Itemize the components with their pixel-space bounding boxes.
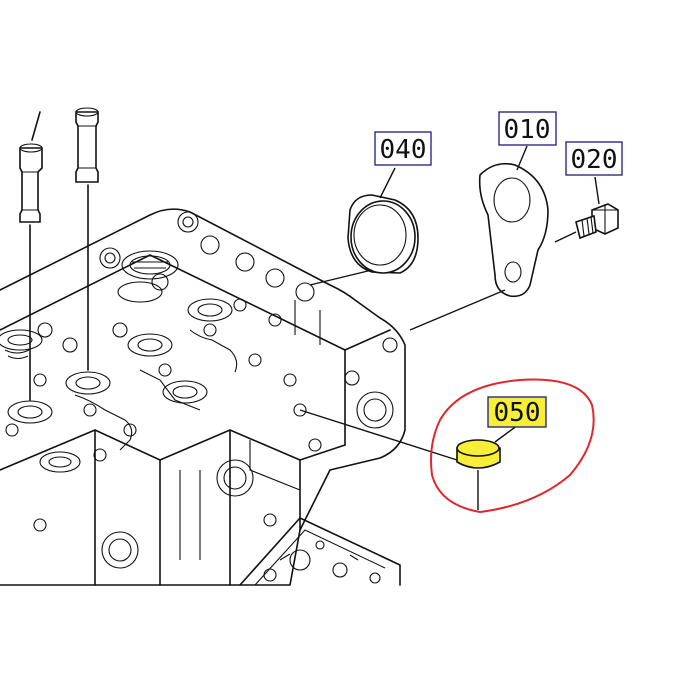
callout-010-text: 010 [504,115,551,145]
valve-guide-left [19,111,43,401]
valve-guide-right [75,107,99,371]
callout-040: 040 [374,131,432,166]
callout-020-text: 020 [571,145,618,175]
part-020-bolt [554,176,619,243]
part-050-cap [299,409,519,510]
callout-040-text: 040 [380,135,427,165]
part-040-plug [309,167,419,286]
callout-050: 050 [487,396,547,428]
callout-010: 010 [498,111,557,146]
red-highlight-circle [430,378,595,514]
part-010-bracket [409,145,549,331]
cylinder-head [0,208,406,586]
callout-050-text: 050 [494,398,541,428]
callout-020: 020 [565,141,623,176]
